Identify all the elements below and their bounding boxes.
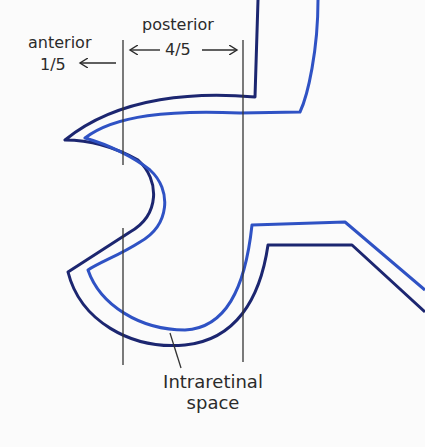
division-line (242, 40, 243, 362)
division-line (122, 228, 123, 365)
region-label: anterior (28, 34, 91, 52)
outer-layer-line (65, 0, 425, 346)
inner-layer-line (85, 0, 425, 330)
posterior-arrow (202, 49, 237, 50)
structure-label: Intraretinal space (154, 372, 272, 413)
anterior-arrow (80, 62, 116, 63)
division-line (122, 40, 123, 165)
leader-line (170, 333, 181, 368)
posterior-arrow (130, 49, 160, 50)
fraction-label: 4/5 (165, 41, 191, 59)
region-label: posterior (142, 16, 214, 34)
fraction-label: 1/5 (40, 56, 66, 74)
